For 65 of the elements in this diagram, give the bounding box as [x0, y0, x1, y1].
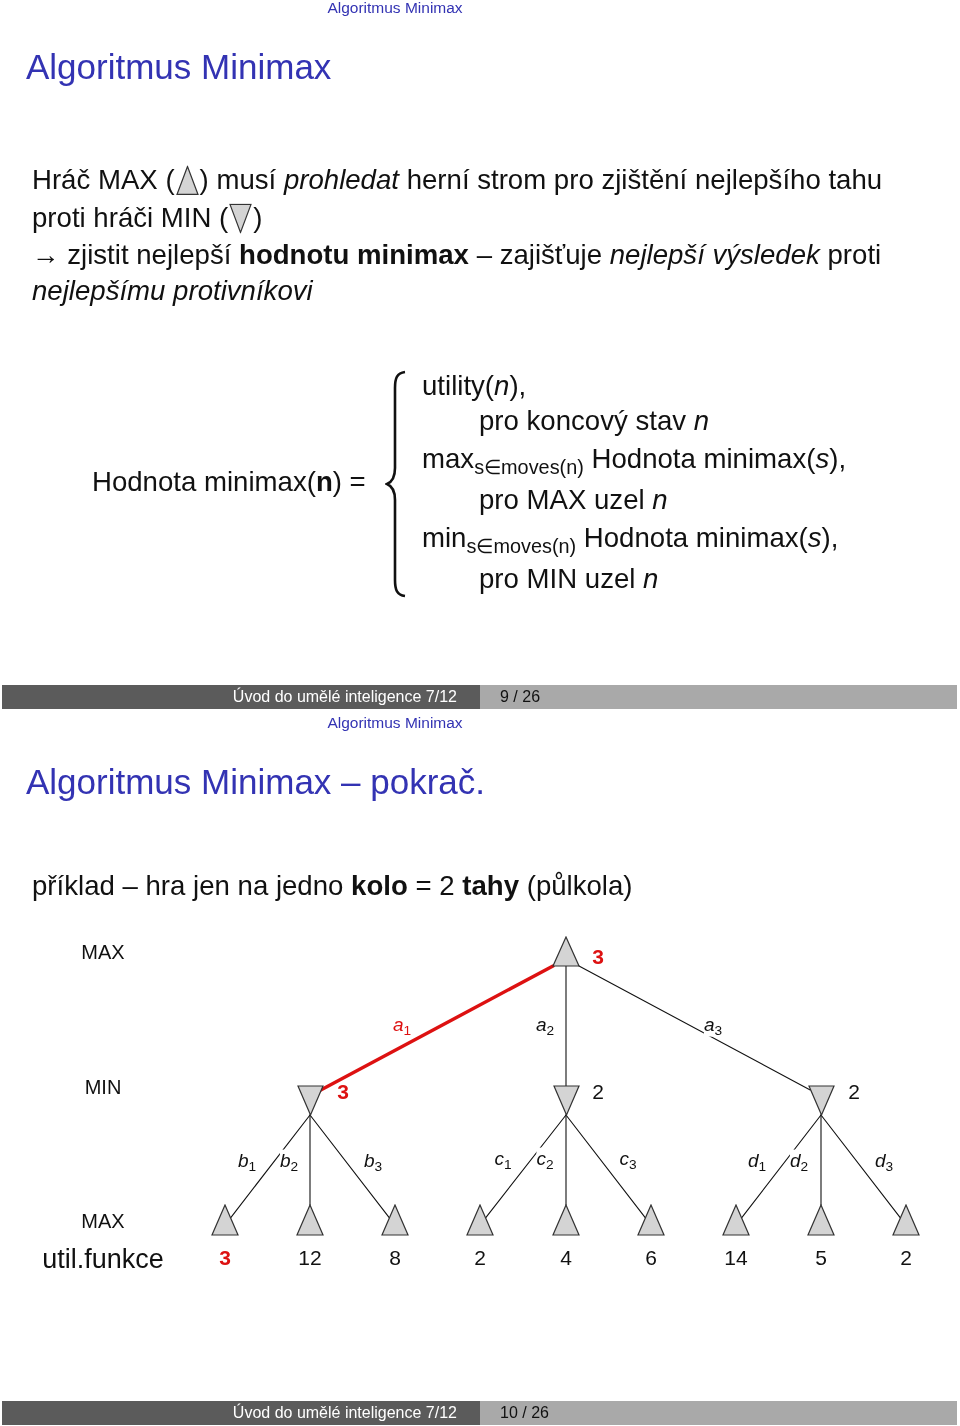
formula-text: pro koncový stav n: [479, 404, 710, 438]
max-node-triangle: [807, 1204, 835, 1236]
tree-edge: [565, 965, 567, 1087]
formula-text: max$_{s∈moves(n)}$ Hodnota minimax(s),: [422, 442, 847, 476]
node-value: 8: [389, 1245, 401, 1271]
page-number: 9 / 26: [500, 687, 541, 707]
tree-edge: [820, 1114, 822, 1206]
body-text: příklad – hra jen na jedno kolo = 2 tahy (půlkola): [32, 869, 633, 903]
node-value: 6: [645, 1245, 657, 1271]
max-node-triangle: [637, 1204, 665, 1236]
body-text: ) musí prohledat herní strom pro zjištění nejlepšího tahu: [199, 163, 883, 197]
footer-text: Úvod do umělé inteligence 7/12: [232, 687, 457, 707]
body-text: → zjistit nejlepší hodnotu minimax – zajišťuje nejlepší výsledek proti nejlepšímu protivníkovi: [32, 238, 883, 308]
formula-text: min$_{s∈moves(n)}$ Hodnota minimax(s),: [422, 521, 839, 555]
tree-edge: [230, 1114, 311, 1219]
body-text: proti hráči MIN (: [32, 201, 229, 235]
max-node-triangle: [211, 1204, 239, 1236]
max-node-triangle: [552, 936, 580, 967]
tree-edge: [485, 1114, 567, 1219]
slide-title: Algoritmus Minimax – pokrač.: [26, 761, 486, 803]
formula-text: pro MAX uzel n: [479, 483, 668, 517]
node-value: 2: [592, 1079, 604, 1105]
node-value: 3: [337, 1079, 349, 1105]
max-node-triangle: [466, 1204, 494, 1236]
node-value: 14: [724, 1245, 748, 1271]
node-value: 2: [474, 1245, 486, 1271]
edge-label: d$_{2}$: [789, 1149, 809, 1173]
edge-label: c$_{2}$: [536, 1147, 554, 1171]
tree-edge: [309, 1114, 390, 1219]
min-node-triangle: [807, 1085, 835, 1116]
min-node-triangle: [296, 1085, 324, 1116]
max-node-triangle: [892, 1204, 920, 1236]
header-text: Algoritmus Minimax: [327, 713, 463, 733]
edge-label: b$_{2}$: [279, 1149, 299, 1173]
max-node-triangle: [552, 1204, 580, 1236]
footer-text: Úvod do umělé inteligence 7/12: [232, 1403, 457, 1423]
row-label: MAX: [81, 1209, 125, 1233]
node-value: 2: [900, 1245, 912, 1271]
slide-title: Algoritmus Minimax: [26, 46, 332, 88]
tree-edge: [309, 1114, 311, 1206]
formula-text: utility(n),: [422, 369, 527, 403]
tree-edge: [741, 1114, 822, 1219]
node-value: 5: [815, 1245, 827, 1271]
tree-edge: [565, 1114, 646, 1219]
body-text: Hráč MAX (: [32, 163, 175, 197]
min-node-triangle: [552, 1085, 580, 1116]
node-value: 2: [848, 1079, 860, 1105]
node-value: 4: [560, 1245, 572, 1271]
header-text: Algoritmus Minimax: [327, 0, 463, 18]
tree-edge: [565, 1114, 567, 1206]
body-text: ): [253, 201, 263, 235]
row-label: MAX: [81, 940, 125, 964]
row-label: util.funkce: [42, 1242, 164, 1276]
node-value: 3: [592, 944, 604, 970]
node-value: 12: [298, 1245, 322, 1271]
max-node-triangle: [296, 1204, 324, 1236]
formula-text: pro MIN uzel n: [479, 562, 659, 596]
tree-edge: [319, 964, 555, 1092]
page-number: 10 / 26: [500, 1403, 549, 1423]
tree-edge: [820, 1114, 901, 1219]
node-value: 3: [219, 1245, 231, 1271]
max-node-triangle: [722, 1204, 750, 1236]
row-label: MIN: [84, 1075, 122, 1099]
max-node-triangle: [381, 1204, 409, 1236]
formula-text: Hodnota minimax(n) =: [92, 465, 366, 499]
